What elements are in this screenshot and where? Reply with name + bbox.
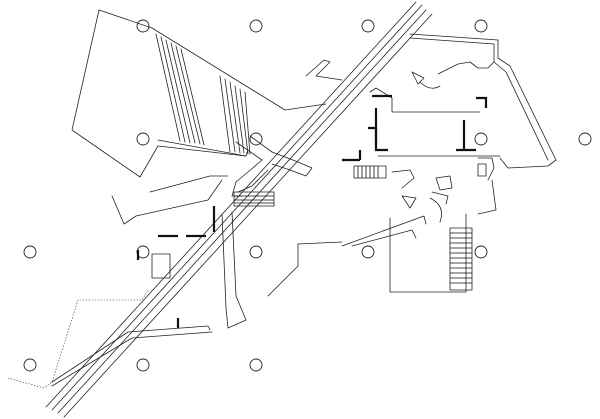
grid-marker bbox=[578, 132, 592, 146]
grid-marker bbox=[136, 358, 150, 372]
grid-marker bbox=[361, 19, 375, 33]
grid-marker bbox=[361, 245, 375, 259]
grid-marker bbox=[23, 245, 37, 259]
upper-middle-room bbox=[305, 59, 393, 99]
grid-marker bbox=[136, 132, 150, 146]
central-stair bbox=[233, 165, 387, 207]
stair-lines bbox=[450, 232, 472, 284]
grid-marker bbox=[249, 358, 263, 372]
column-grid-markers bbox=[23, 19, 592, 372]
grid-marker bbox=[23, 358, 37, 372]
upper-left-wing bbox=[71, 9, 327, 178]
middle-left-block bbox=[111, 175, 247, 329]
grid-marker bbox=[474, 19, 488, 33]
grid-marker bbox=[474, 245, 488, 259]
grid-marker bbox=[249, 132, 263, 146]
lower-left-wing bbox=[7, 289, 213, 389]
cross-corridor bbox=[231, 135, 313, 197]
grid-marker bbox=[249, 19, 263, 33]
right-wing bbox=[342, 33, 557, 223]
grid-marker bbox=[474, 132, 488, 146]
grid-marker bbox=[249, 245, 263, 259]
lower-right-room bbox=[267, 213, 473, 297]
diagonal-corridor bbox=[45, 1, 433, 418]
grid-marker bbox=[136, 19, 150, 33]
